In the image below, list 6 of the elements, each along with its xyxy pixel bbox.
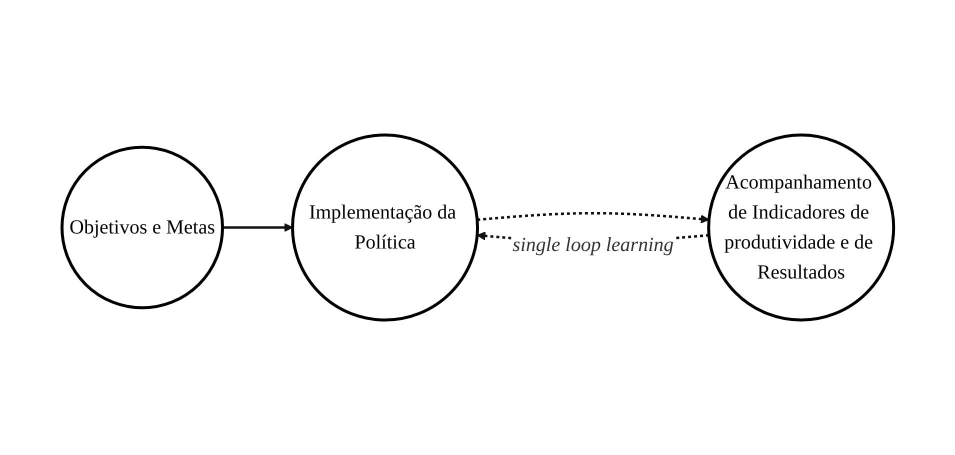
- edge-label: single loop learning: [512, 234, 674, 256]
- arrow: [476, 212, 710, 224]
- node-circle: Acompanhamento de Indicadores de produtividade e de Resultados: [706, 134, 895, 322]
- node-circle: Implementação da Política: [290, 134, 479, 322]
- arrow: [222, 223, 293, 232]
- node-circle: Objetivos e Metas: [60, 146, 224, 310]
